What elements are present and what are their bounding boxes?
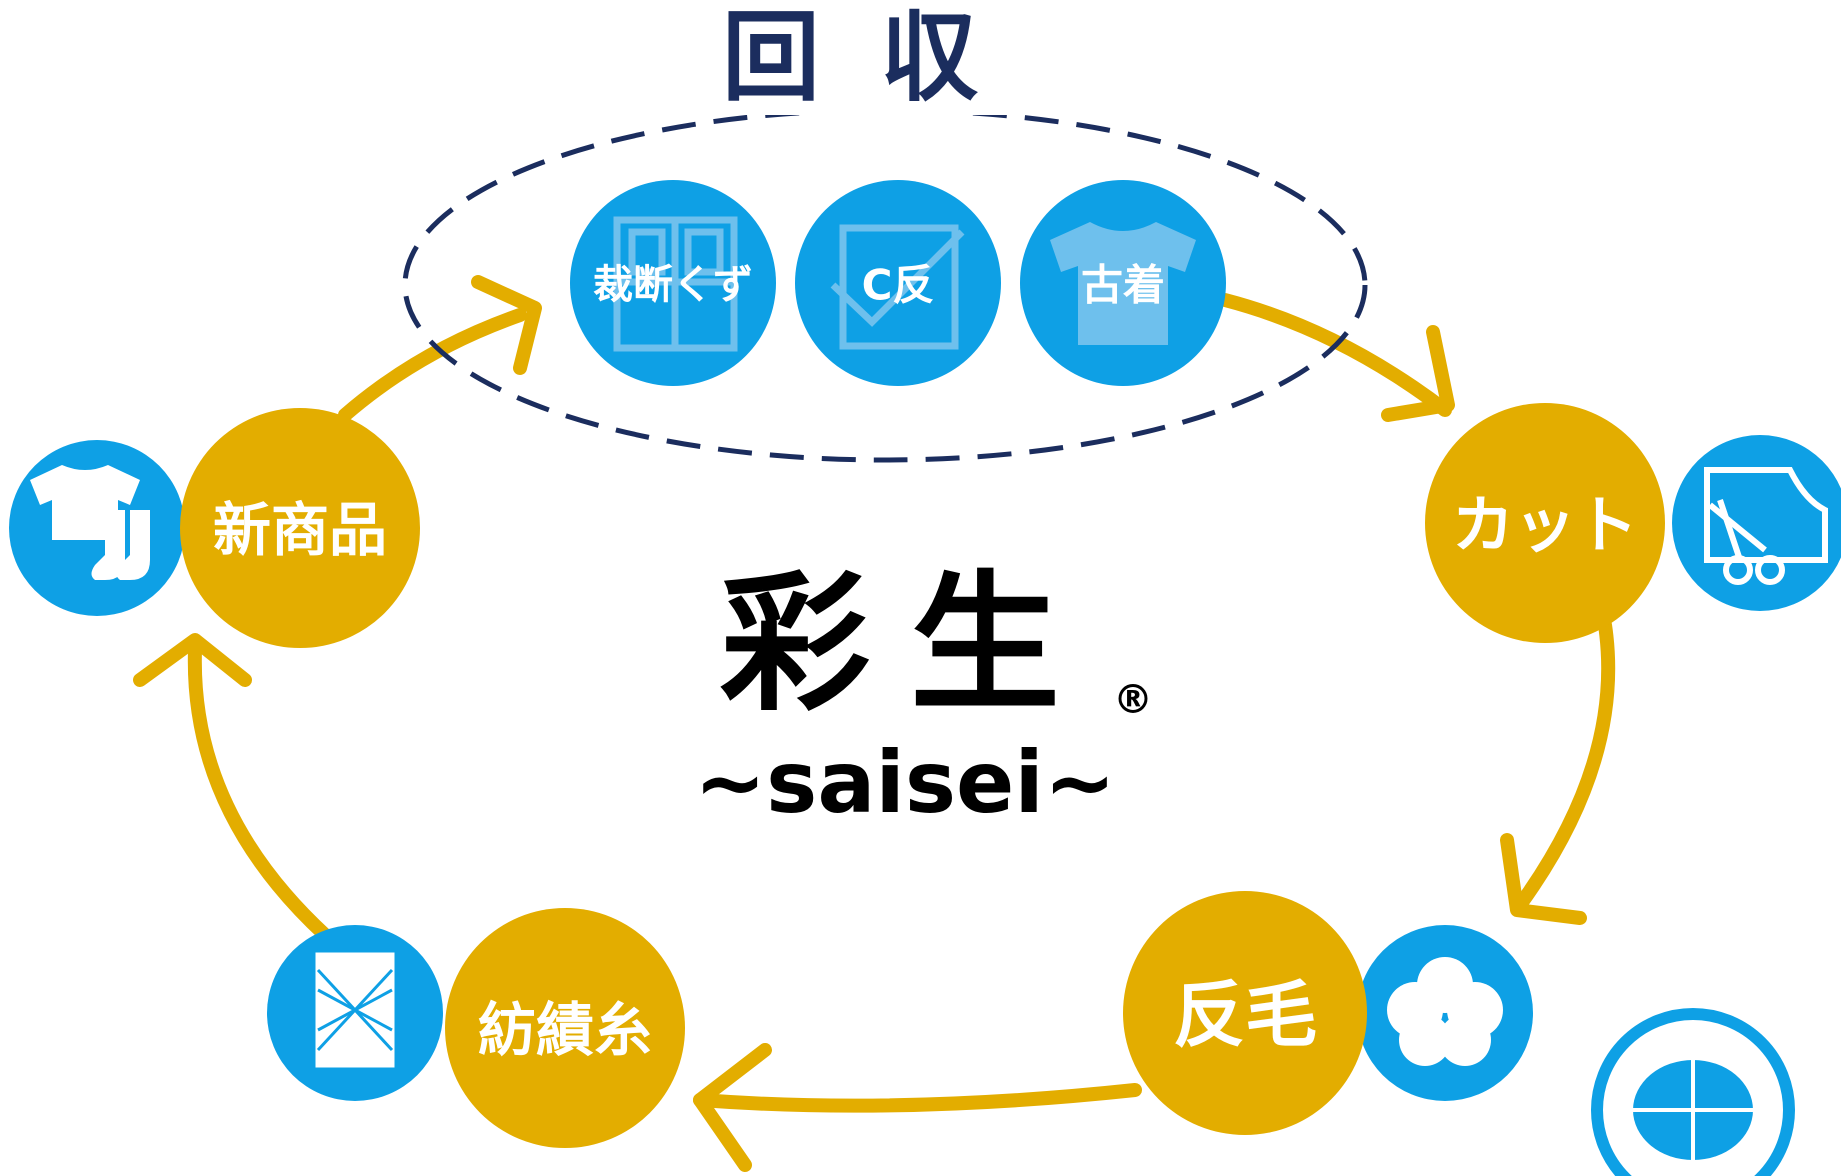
clothes-socks-icon xyxy=(30,465,150,580)
arrow-product-to-collect-head xyxy=(471,275,542,375)
arrow-yarn-to-product xyxy=(187,643,332,942)
step-cut: カット xyxy=(1425,403,1841,643)
cycle-arrows xyxy=(133,275,1616,1172)
step-tanmo: 反毛 xyxy=(1123,891,1533,1135)
registered-mark: ® xyxy=(1113,677,1153,723)
step-label-yarn: 紡績糸 xyxy=(478,996,652,1064)
arrow-yarn-to-product-head xyxy=(133,633,252,687)
brand-name: 彩生 xyxy=(720,558,1100,732)
step-label-product: 新商品 xyxy=(213,496,387,564)
hands-globe-icon xyxy=(1591,1008,1795,1176)
step-yarn: 紡績糸 xyxy=(267,908,685,1148)
used-clothing-icon xyxy=(1050,222,1196,345)
step-label-tanmo: 反毛 xyxy=(1173,973,1317,1057)
scissors-icon xyxy=(1704,467,1828,585)
collected-item-used-clothes: 古着 xyxy=(1020,180,1226,386)
collected-item-c-fabric: C反 xyxy=(795,180,1001,386)
cotton-fiber-icon xyxy=(1387,957,1503,1066)
step-product: 新商品 xyxy=(9,408,420,648)
collected-label-c-fabric: C反 xyxy=(862,261,935,310)
collection-title: 回収 xyxy=(722,1,1038,115)
collected-label-used-clothes: 古着 xyxy=(1081,261,1165,310)
checked-fabric-icon xyxy=(830,224,965,350)
arrow-cut-to-tanmo-head xyxy=(1500,833,1587,925)
arrow-product-to-collect xyxy=(338,308,527,422)
brand-romaji: ~saisei~ xyxy=(694,733,1116,833)
arrow-collect-to-cut-head xyxy=(1381,325,1455,422)
arrow-tanmo-to-yarn-head xyxy=(693,1043,772,1172)
title-backdrop xyxy=(700,5,1060,115)
arrow-cut-to-tanmo xyxy=(1513,618,1616,912)
step-label-cut: カット xyxy=(1452,489,1638,562)
arrow-tanmo-to-yarn xyxy=(693,1083,1142,1113)
yarn-spool-icon xyxy=(315,952,395,1068)
collected-label-scraps: 裁断くず xyxy=(593,262,753,308)
collected-item-scraps: 裁断くず xyxy=(570,180,776,386)
fabric-scraps-icon xyxy=(613,216,738,352)
